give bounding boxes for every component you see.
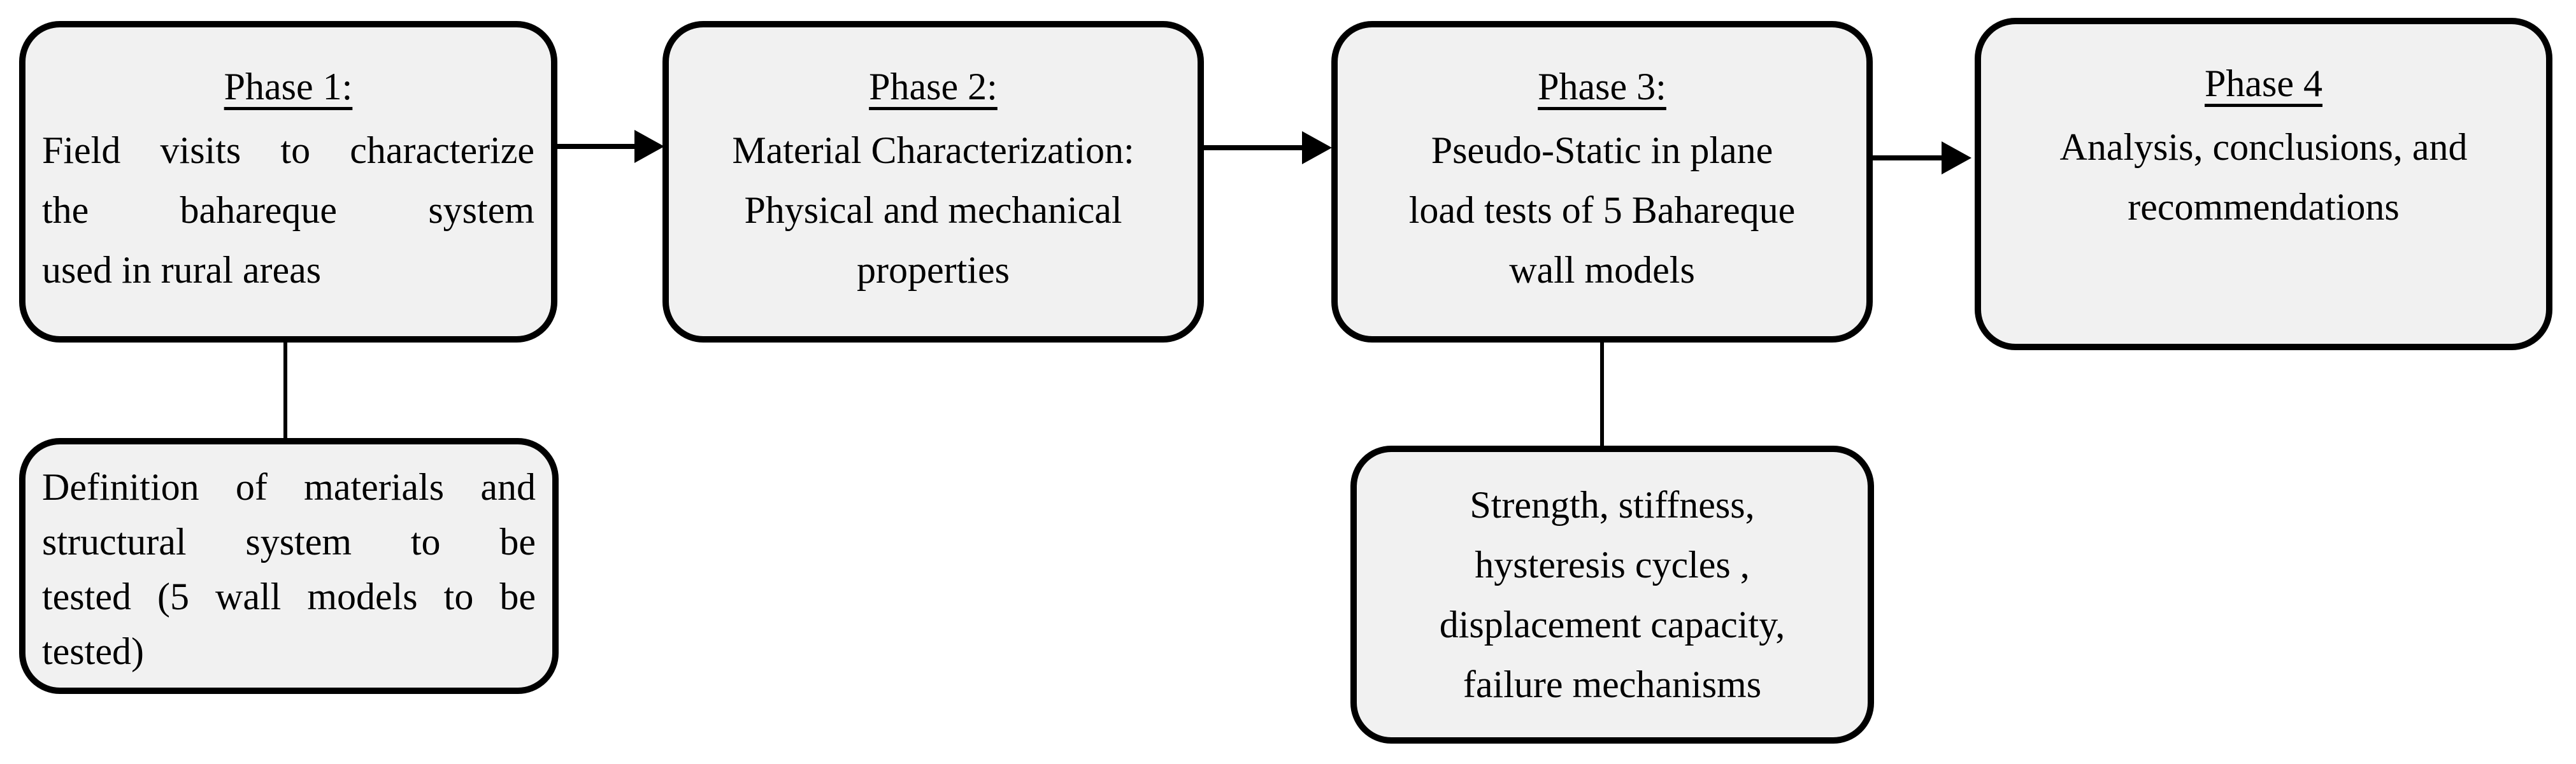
results-line: failure mechanisms: [1463, 663, 1762, 705]
definition-line: tested): [42, 630, 144, 672]
phase3-line: wall models: [1509, 249, 1695, 291]
phase1-heading: Phase 1:: [224, 66, 353, 108]
arrow-phase1-phase2-line: [557, 144, 637, 149]
phase1-box: Phase 1: Field visits to characterize th…: [19, 21, 557, 343]
definition-line: Definition of materials and: [42, 466, 536, 508]
results-box: Strength, stiffness, hysteresis cycles ,…: [1350, 446, 1874, 744]
phase3-heading: Phase 3:: [1538, 66, 1666, 108]
definition-line: tested (5 wall models to be: [42, 576, 536, 618]
phase3-heading-line: Phase 3:: [1354, 57, 1850, 117]
arrow-phase2-phase3-head: [1302, 131, 1332, 164]
connector-phase1-definition: [283, 343, 287, 439]
definition-line: structural system to be: [42, 521, 536, 563]
phase4-heading-line: Phase 4: [1998, 53, 2529, 113]
phase4-heading: Phase 4: [2205, 62, 2322, 104]
phase4-box: Phase 4 Analysis, conclusions, and recom…: [1975, 18, 2552, 350]
phase2-line: properties: [857, 249, 1010, 291]
phase1-line: the bahareque system: [42, 189, 534, 231]
connector-phase3-results: [1600, 343, 1604, 447]
results-line: hysteresis cycles ,: [1475, 544, 1750, 586]
results-line: displacement capacity,: [1439, 604, 1785, 646]
phase4-line: Analysis, conclusions, and: [2059, 126, 2468, 168]
results-line: Strength, stiffness,: [1470, 484, 1755, 526]
arrow-phase3-phase4-line: [1873, 155, 1944, 160]
arrow-phase2-phase3-line: [1204, 145, 1305, 150]
phase3-box: Phase 3: Pseudo-Static in plane load tes…: [1331, 21, 1873, 343]
arrow-phase3-phase4-head: [1942, 141, 1971, 174]
phase2-heading: Phase 2:: [869, 66, 998, 108]
phase2-heading-line: Phase 2:: [685, 57, 1181, 117]
phase2-line: Physical and mechanical: [744, 189, 1122, 231]
arrow-phase1-phase2-head: [634, 130, 664, 163]
phase3-line: load tests of 5 Bahareque: [1408, 189, 1796, 231]
phase2-box: Phase 2: Material Characterization: Phys…: [662, 21, 1204, 343]
phase4-line: recommendations: [2128, 186, 2400, 228]
definition-box: Definition of materials and structural s…: [19, 438, 559, 694]
phase1-line: used in rural areas: [42, 249, 322, 291]
phase1-heading-line: Phase 1:: [42, 57, 534, 117]
phase3-line: Pseudo-Static in plane: [1431, 129, 1773, 171]
phase1-line: Field visits to characterize: [42, 129, 534, 171]
phase2-line: Material Characterization:: [732, 129, 1134, 171]
